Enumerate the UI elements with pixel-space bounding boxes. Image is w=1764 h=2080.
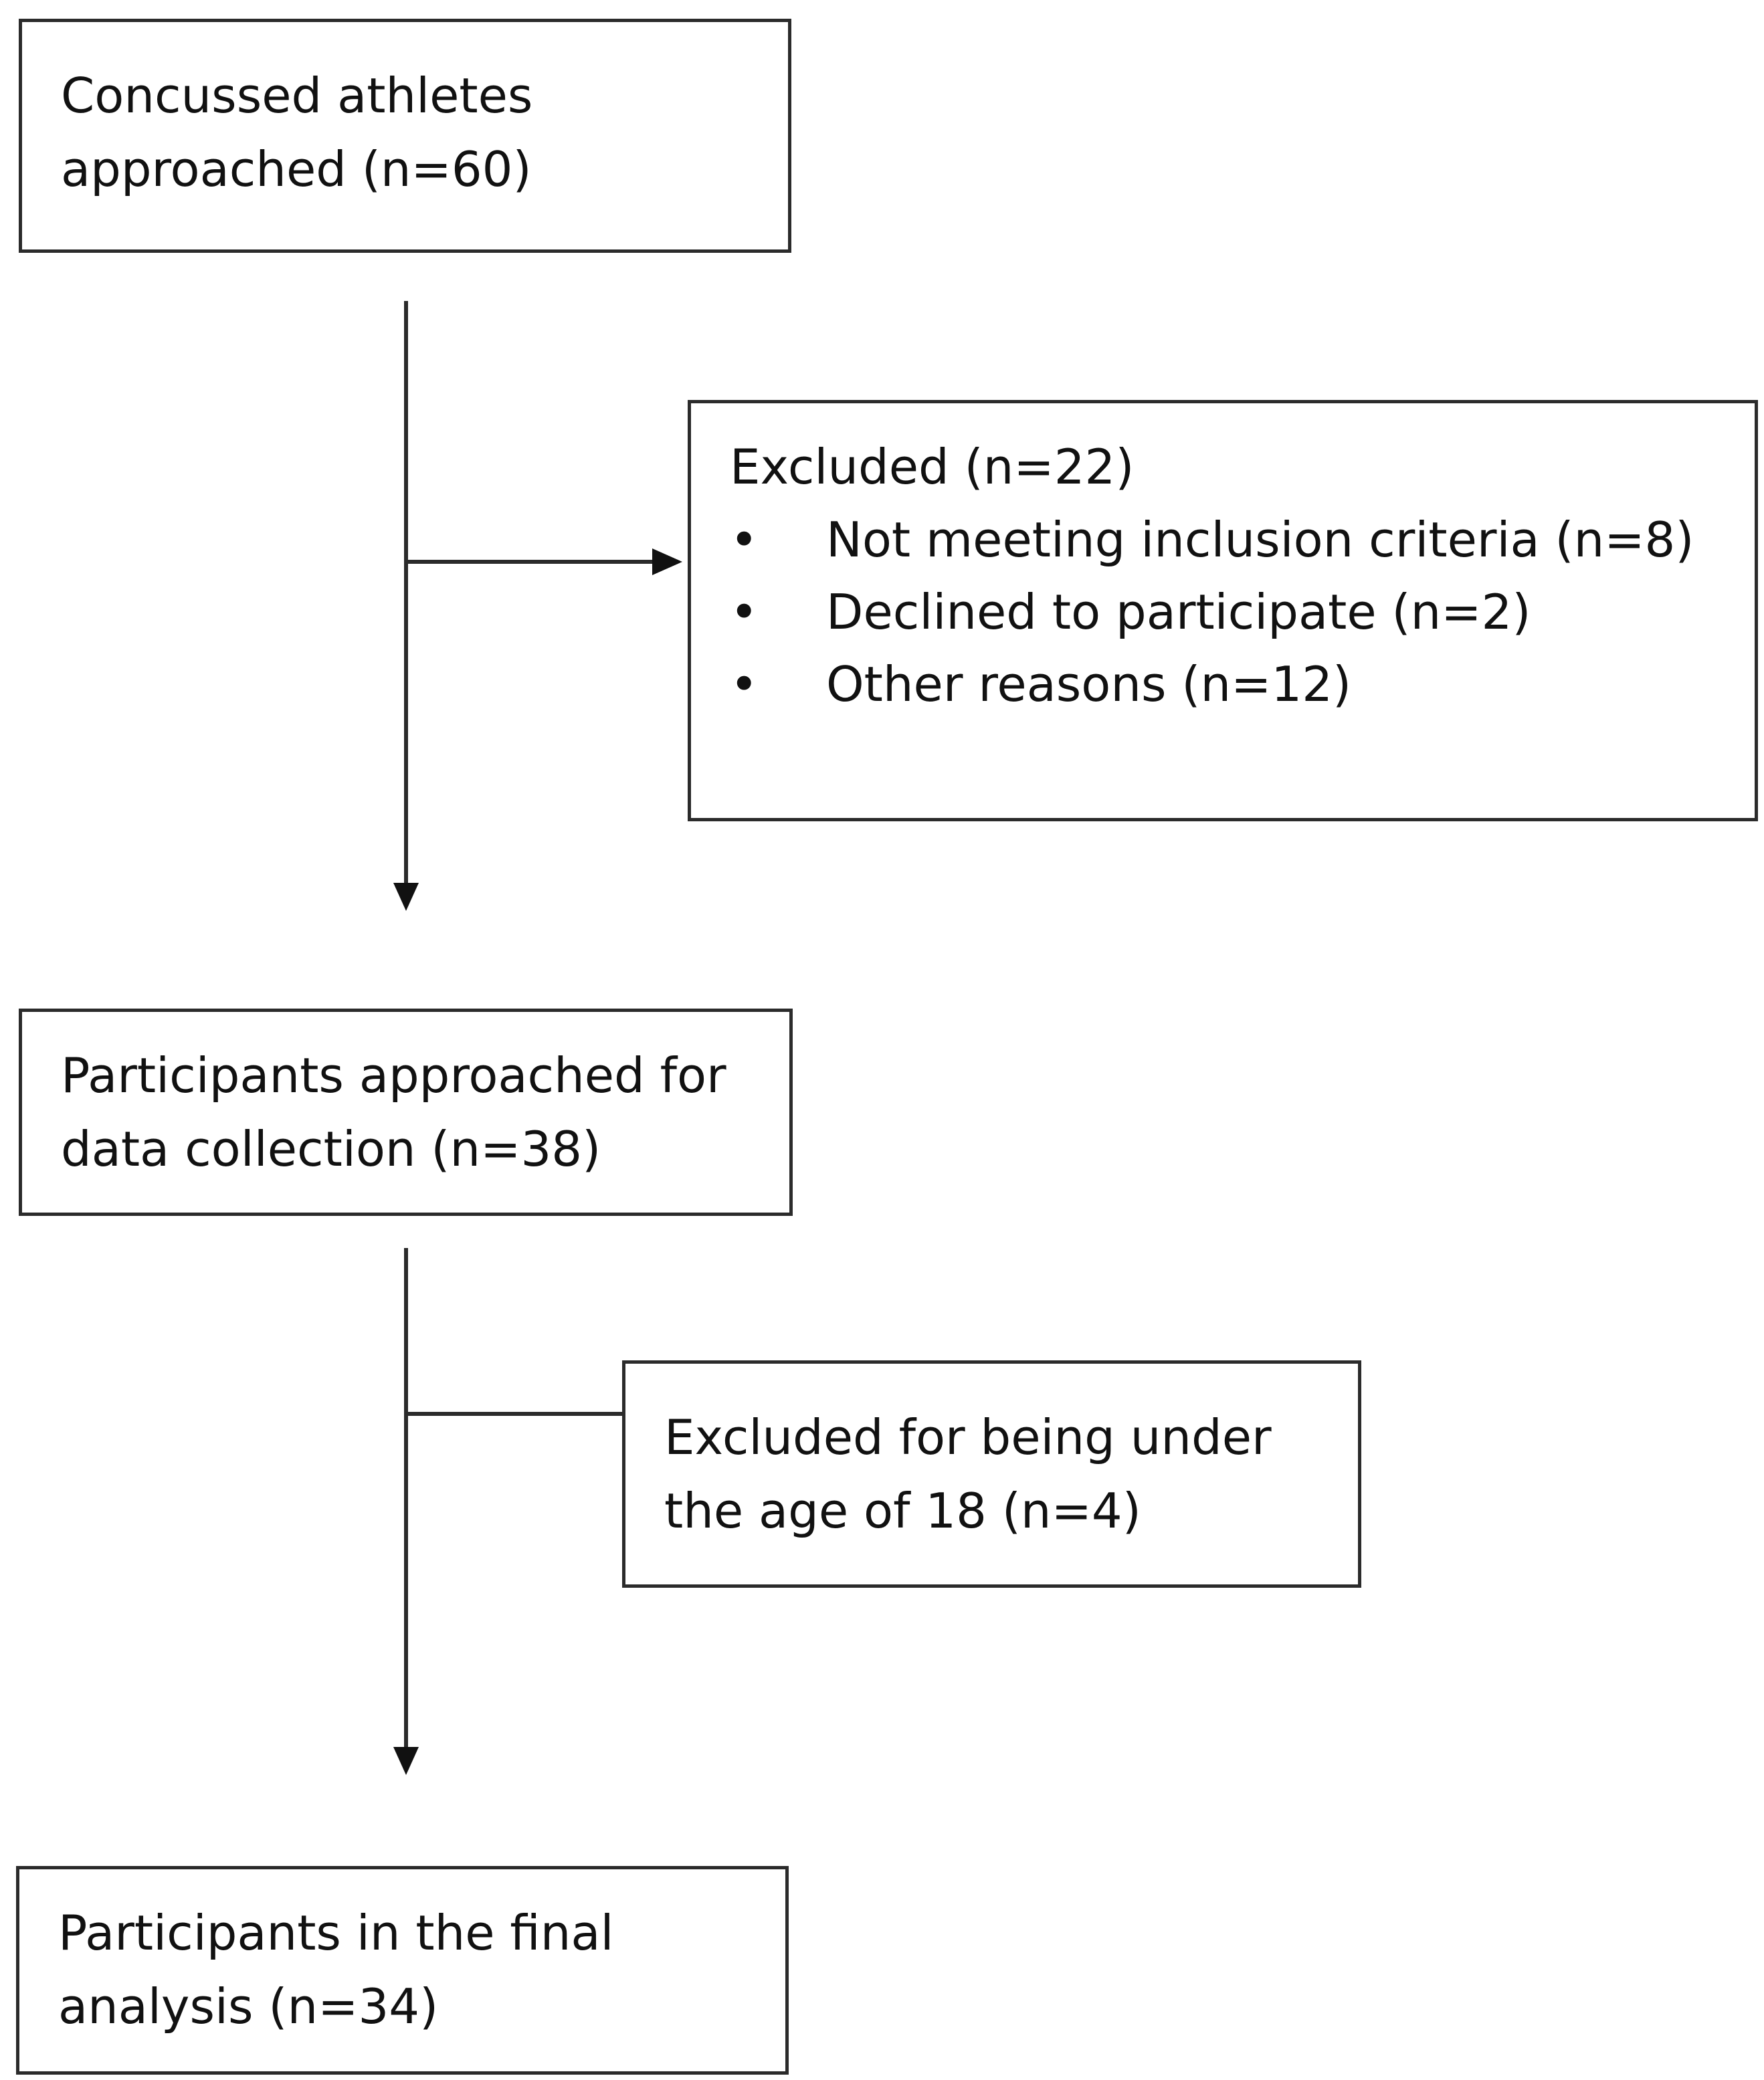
reason-label: Other reasons (n=12): [826, 656, 1352, 712]
bullet-icon: •: [730, 656, 759, 712]
data-collection-box: Participants approached for data collect…: [19, 1009, 793, 1216]
list-item: • Other reasons (n=12): [730, 648, 1694, 720]
final-analysis-text: Participants in the final analysis (n=34…: [58, 1905, 614, 2035]
exclusion-reasons-list: • Not meeting inclusion criteria (n=8) •…: [730, 504, 1694, 720]
excluded-box: Excluded (n=22) • Not meeting inclusion …: [688, 400, 1758, 821]
reason-label: Declined to participate (n=2): [826, 584, 1531, 640]
approached-text: Concussed athletes approached (n=60): [61, 68, 533, 197]
reason-label: Not meeting inclusion criteria (n=8): [826, 512, 1694, 568]
list-item: • Not meeting inclusion criteria (n=8): [730, 504, 1694, 576]
arrow-right-1-icon: [652, 548, 682, 575]
list-item: • Declined to participate (n=2): [730, 576, 1694, 648]
under-18-box: Excluded for being under the age of 18 (…: [622, 1360, 1361, 1588]
under-18-text: Excluded for being under the age of 18 (…: [664, 1409, 1272, 1539]
bullet-icon: •: [730, 512, 759, 568]
excluded-title: Excluded (n=22): [730, 439, 1135, 495]
final-analysis-box: Participants in the final analysis (n=34…: [16, 1866, 789, 2075]
bullet-icon: •: [730, 584, 759, 640]
arrow-down-1-icon: [393, 883, 419, 911]
approached-box: Concussed athletes approached (n=60): [19, 19, 791, 253]
data-collection-text: Participants approached for data collect…: [61, 1047, 726, 1177]
arrow-down-2-icon: [393, 1747, 419, 1775]
